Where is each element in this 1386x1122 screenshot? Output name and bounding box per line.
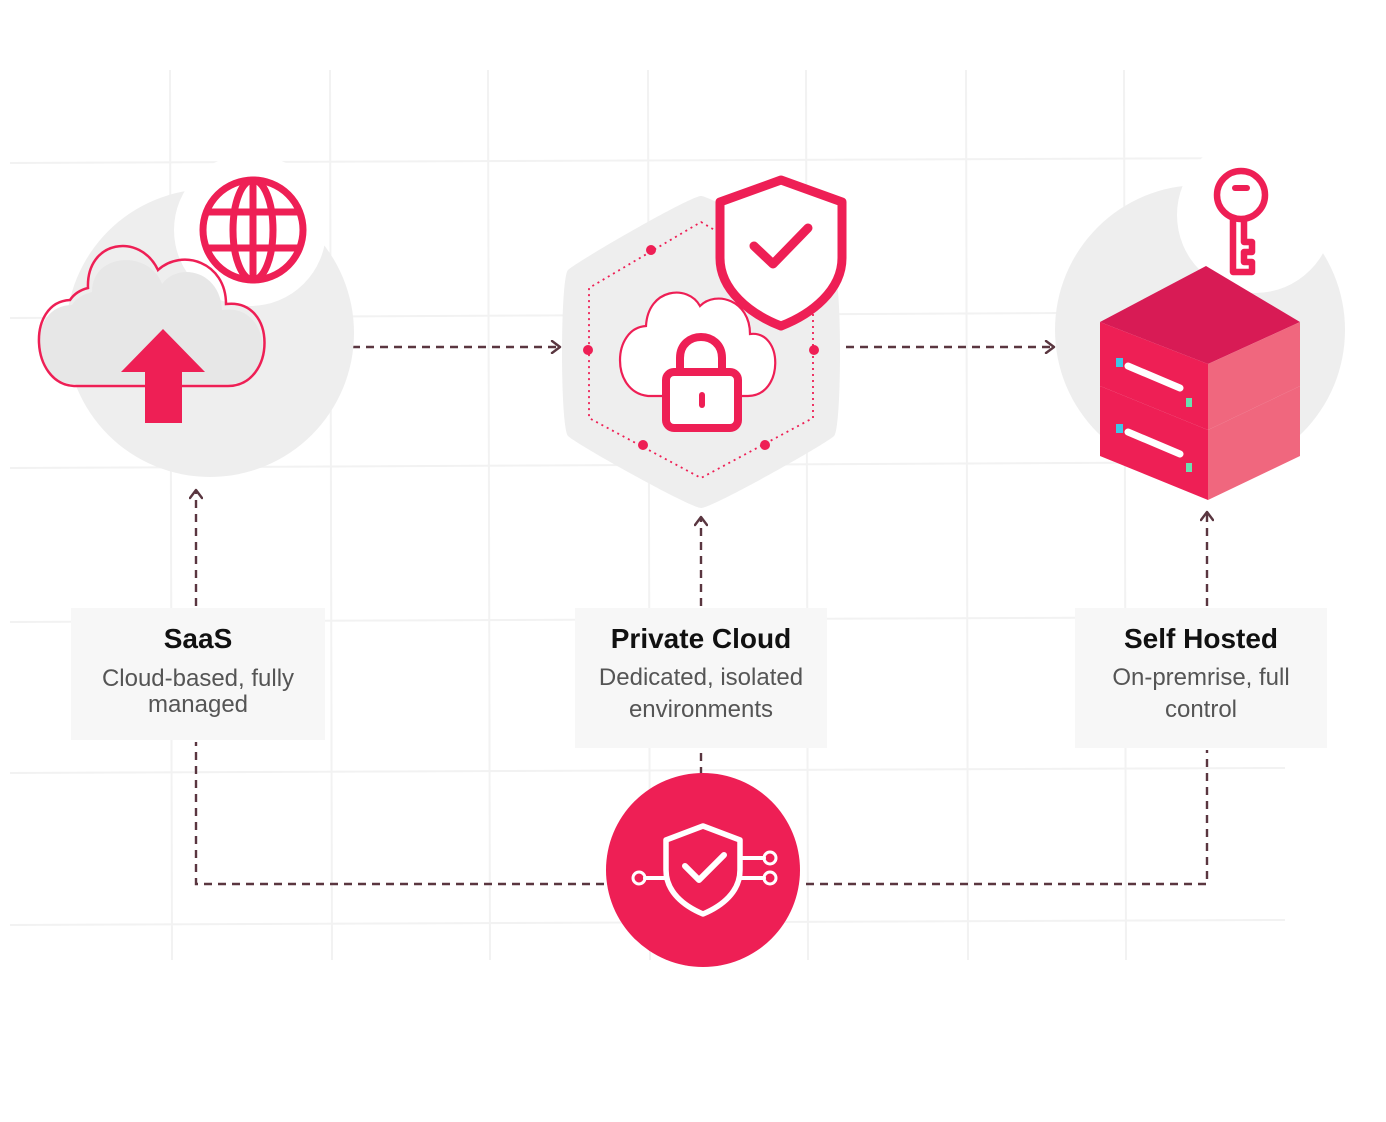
hub-node (606, 773, 800, 967)
saas-description: Cloud-based, fully managed (101, 665, 295, 718)
self-hosted-title: Self Hosted (1123, 623, 1279, 654)
private-cloud-node (562, 175, 847, 508)
connector-hub-to-saas (194, 742, 604, 886)
cloud-upload-icon (37, 244, 266, 423)
saas-title: SaaS (163, 623, 233, 654)
self-hosted-node (1055, 137, 1345, 500)
shield-check-icon (715, 175, 847, 331)
globe-icon (199, 176, 307, 284)
private-cloud-description: Dedicated, isolated environments (598, 664, 804, 723)
shield-circuit-icon (631, 823, 778, 917)
cloud-lock-icon (618, 291, 777, 432)
connector-hub-to-self-hosted (806, 750, 1209, 886)
self-hosted-description: On-premrise, full control (1112, 664, 1290, 723)
saas-card: SaaS Cloud-based, fully managed (71, 608, 325, 740)
hexagon-nodes (583, 245, 819, 450)
connectors (194, 347, 1209, 886)
private-cloud-title: Private Cloud (610, 623, 792, 654)
key-icon (1213, 167, 1269, 276)
self-hosted-card: Self Hosted On-premrise, full control (1075, 608, 1327, 748)
private-cloud-card: Private Cloud Dedicated, isolated enviro… (575, 608, 827, 748)
hub-circle (606, 773, 800, 967)
saas-node (37, 154, 354, 477)
server-stack-icon (1100, 266, 1300, 500)
